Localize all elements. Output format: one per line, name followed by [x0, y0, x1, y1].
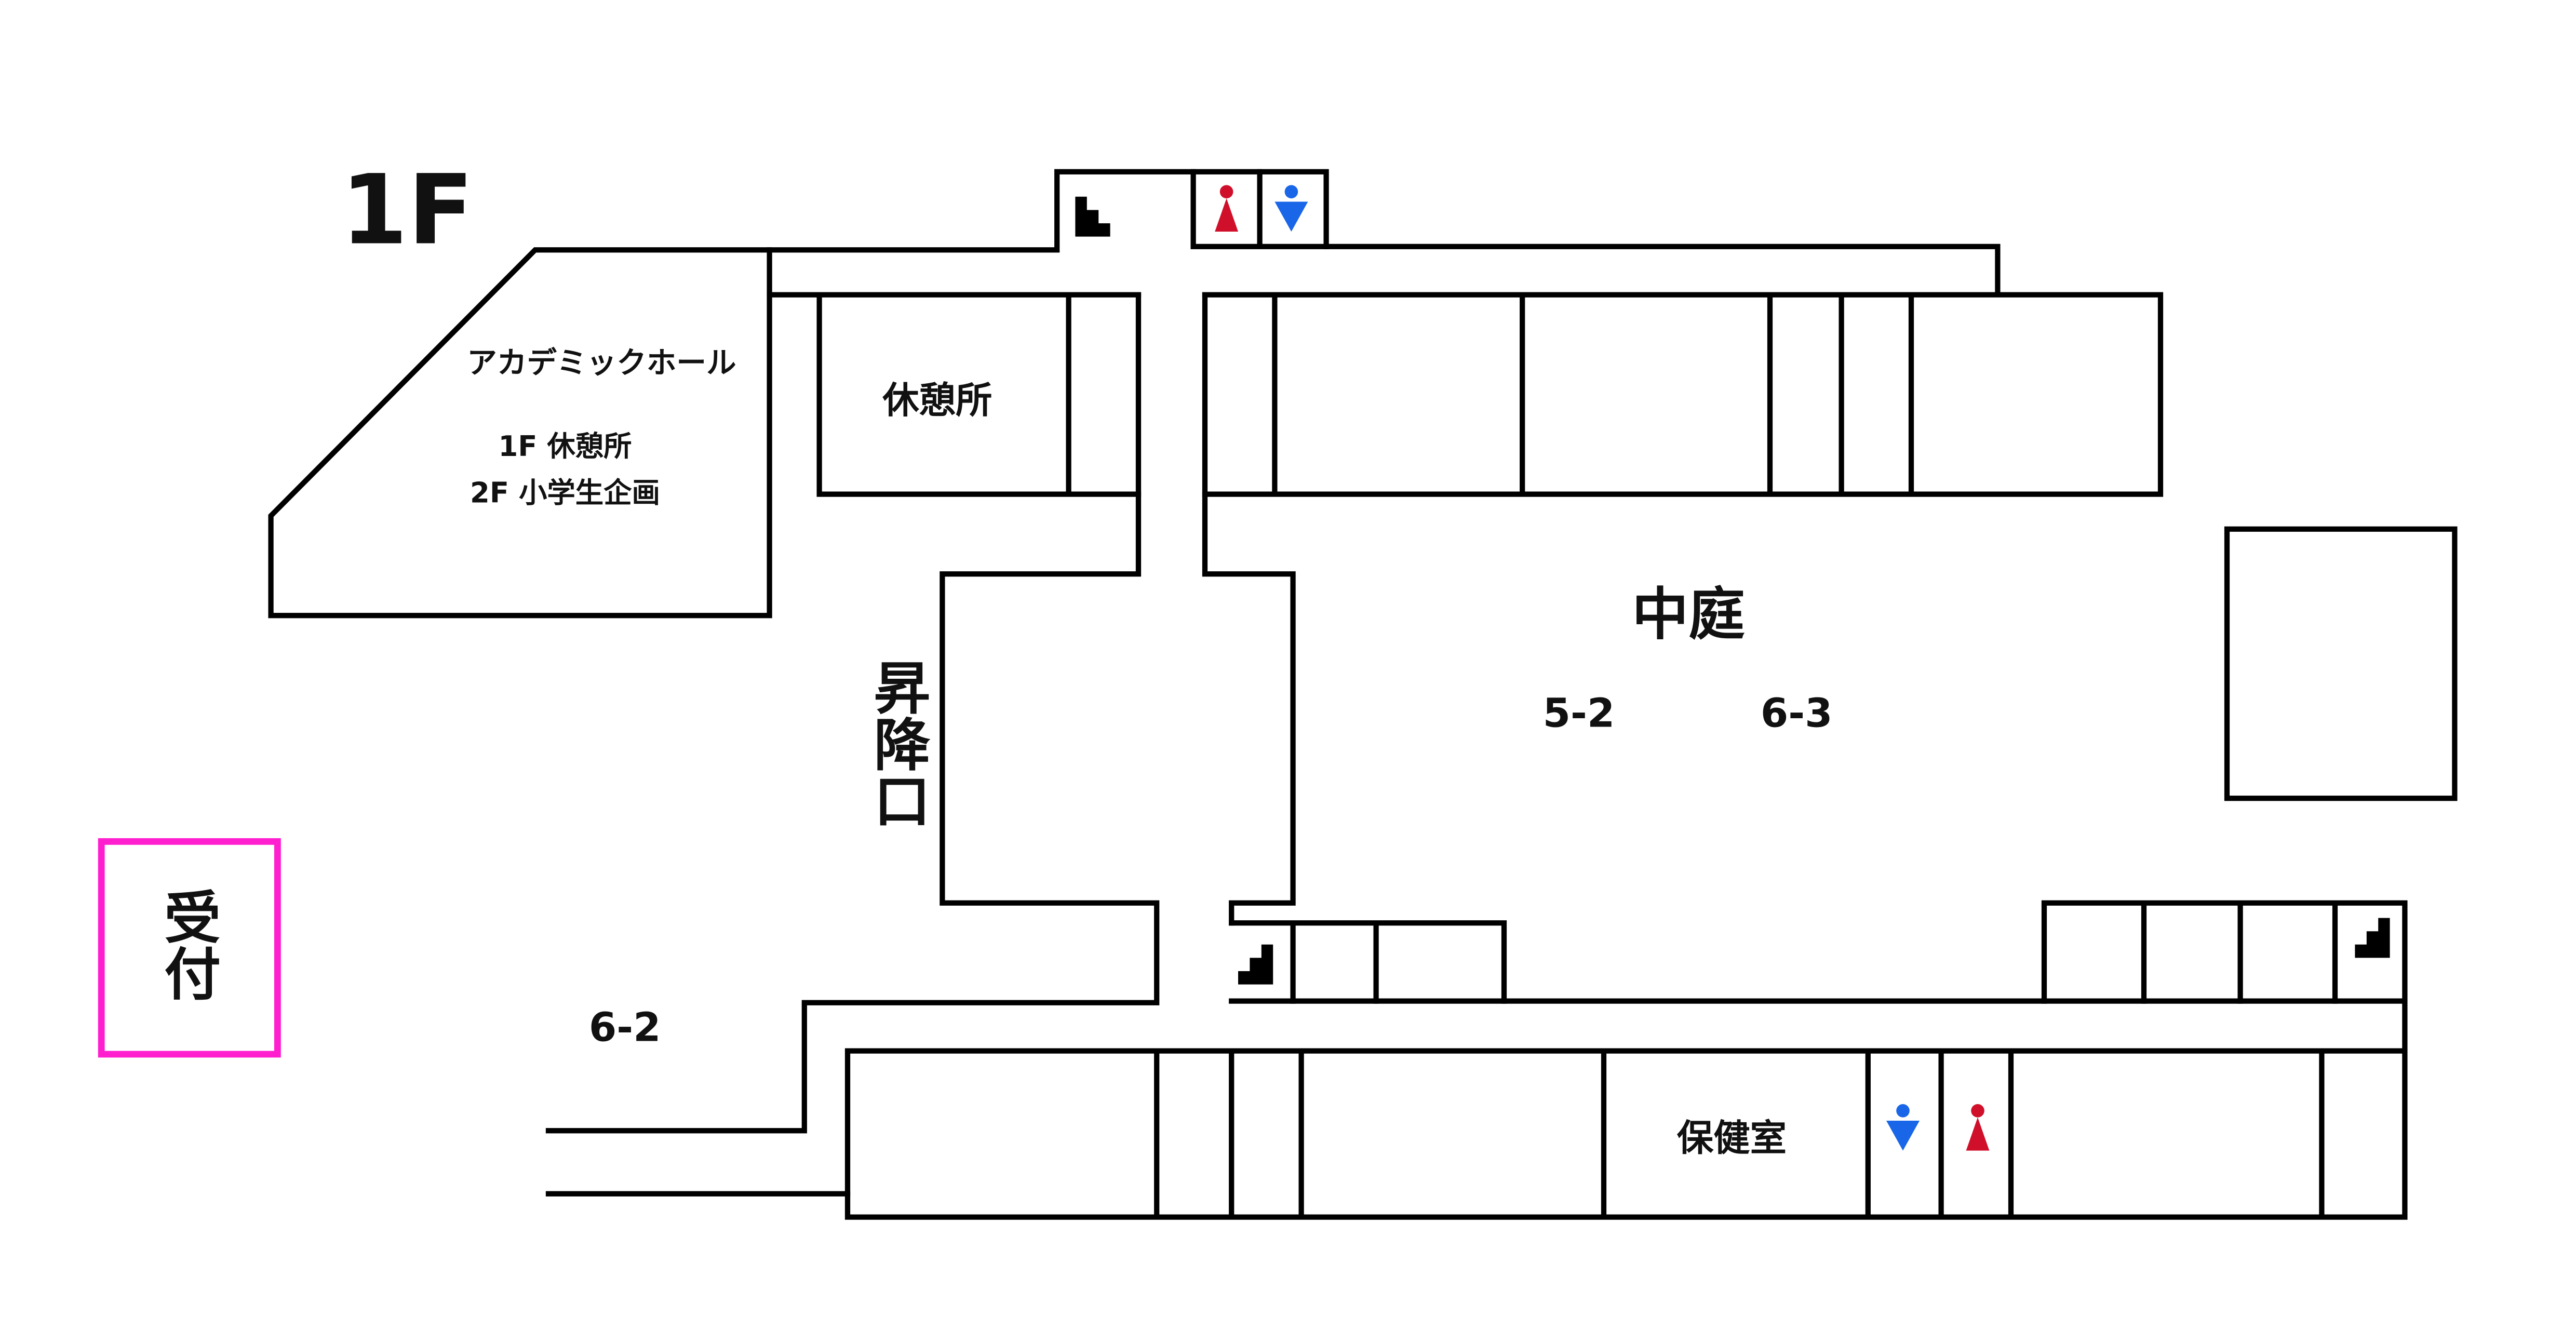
courtyard-wall	[1202, 292, 1296, 926]
rest-area-room	[816, 292, 1142, 497]
top-right-rooms	[1202, 292, 2164, 497]
stairs-icon	[1238, 944, 1273, 985]
rest-area-label: 休憩所	[882, 379, 992, 422]
entrance-wall	[545, 292, 1160, 1134]
bottom-rooms	[844, 1048, 2408, 1220]
academic-hall-2f-label: 2F 小学生企画	[470, 477, 660, 509]
stairs-icon	[1075, 196, 1110, 237]
reception-box	[98, 838, 281, 1058]
floor-label: 1F	[341, 154, 474, 266]
class-5-2-label: 5-2	[1543, 691, 1615, 737]
courtyard-label: 中庭	[1632, 581, 1745, 647]
female-restroom-icon	[1966, 1104, 1990, 1151]
restroom-block	[1190, 169, 1329, 249]
class-6-3-label: 6-3	[1761, 691, 1833, 737]
academic-hall-outline	[268, 247, 772, 619]
male-restroom-icon	[1886, 1104, 1920, 1151]
class-6-2-label: 6-2	[589, 1004, 661, 1051]
female-restroom-icon	[1215, 185, 1238, 232]
small-rooms	[1229, 920, 1507, 1004]
academic-hall-label: アカデミックホール	[467, 345, 736, 380]
male-restroom-icon	[1274, 185, 1308, 232]
right-building	[2224, 526, 2458, 801]
infirmary-label: 保健室	[1677, 1117, 1787, 1160]
top-corridor-wall	[767, 169, 2001, 296]
reception-label: 受付	[155, 888, 221, 1001]
academic-hall-1f-label: 1F 休憩所	[498, 430, 632, 463]
entrance-label: 昇降口	[865, 658, 931, 828]
stairs-icon	[2355, 918, 2390, 958]
right-rooms	[2041, 900, 2408, 1054]
